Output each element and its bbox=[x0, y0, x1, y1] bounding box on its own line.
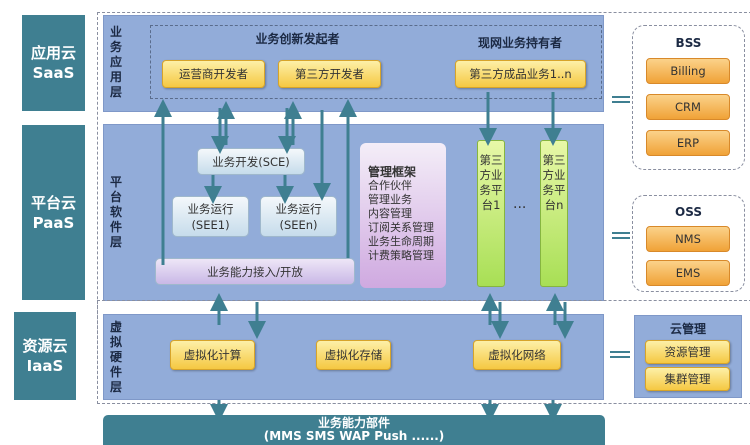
mgmt-item: 业务生命周期 bbox=[368, 235, 434, 248]
mgmt-item: 内容管理 bbox=[368, 207, 412, 220]
layer-label: 虚拟硬件层 bbox=[110, 320, 123, 394]
cloud-mgmt-title: 云管理 bbox=[669, 322, 706, 336]
seen-box[interactable]: 业务运行 (SEEn) bbox=[260, 196, 337, 237]
ellipsis: ··· bbox=[513, 200, 527, 216]
mgmt-item: 计费策略管理 bbox=[368, 249, 434, 262]
billing-box[interactable]: Billing bbox=[646, 58, 730, 84]
cloud-en: IaaS bbox=[26, 357, 64, 375]
management-framework[interactable]: 管理框架 合作伙伴 管理业务 内容管理 订阅关系管理 业务生命周期 计费策略管理 bbox=[360, 143, 446, 288]
third-party-developer[interactable]: 第三方开发者 bbox=[278, 60, 381, 88]
developer-group bbox=[150, 25, 602, 99]
third-party-products[interactable]: 第三方成品业务1..n bbox=[455, 60, 586, 88]
cloud-iaas: 资源云 IaaS bbox=[14, 312, 76, 400]
virtual-storage[interactable]: 虚拟化存储 bbox=[316, 340, 391, 370]
cloud-name: 资源云 bbox=[22, 337, 68, 355]
layer-label: 业务应用层 bbox=[110, 25, 123, 99]
innovators-title: 业务创新发起者 bbox=[255, 32, 340, 46]
cloud-en: PaaS bbox=[32, 213, 75, 232]
capability-access-box[interactable]: 业务能力接入/开放 bbox=[155, 258, 355, 285]
virtual-compute[interactable]: 虚拟化计算 bbox=[170, 340, 255, 370]
oss-panel bbox=[632, 195, 745, 292]
oss-title: OSS bbox=[675, 205, 702, 219]
virtual-network[interactable]: 虚拟化网络 bbox=[473, 340, 561, 370]
cloud-name: 应用云 bbox=[30, 44, 76, 62]
nms-box[interactable]: NMS bbox=[646, 226, 730, 252]
cloud-en: SaaS bbox=[32, 64, 75, 82]
cloud-saas: 应用云 SaaS bbox=[22, 15, 85, 111]
mgmt-item: 管理业务 bbox=[368, 193, 412, 206]
bss-title: BSS bbox=[675, 36, 702, 50]
ems-box[interactable]: EMS bbox=[646, 260, 730, 286]
components-title: 业务能力部件 bbox=[317, 416, 390, 430]
mgmt-item: 合作伙伴 bbox=[368, 179, 412, 192]
resource-mgmt[interactable]: 资源管理 bbox=[645, 340, 730, 364]
iaas-boundary bbox=[97, 300, 750, 404]
erp-box[interactable]: ERP bbox=[646, 130, 730, 156]
mgmt-item: 订阅关系管理 bbox=[368, 221, 434, 234]
cluster-mgmt[interactable]: 集群管理 bbox=[645, 367, 730, 391]
operator-developer[interactable]: 运营商开发者 bbox=[162, 60, 265, 88]
cloud-name: 平台云 bbox=[30, 193, 76, 212]
crm-box[interactable]: CRM bbox=[646, 94, 730, 120]
third-party-platform-n[interactable]: 第三方业务平台n bbox=[540, 140, 568, 287]
bss-panel bbox=[632, 25, 745, 170]
mgmt-title: 管理框架 bbox=[368, 165, 417, 179]
holders-title: 现网业务持有者 bbox=[477, 36, 562, 50]
layer-label: 平台软件层 bbox=[110, 175, 123, 249]
third-party-platform-1[interactable]: 第三方业务平台1 bbox=[477, 140, 505, 287]
